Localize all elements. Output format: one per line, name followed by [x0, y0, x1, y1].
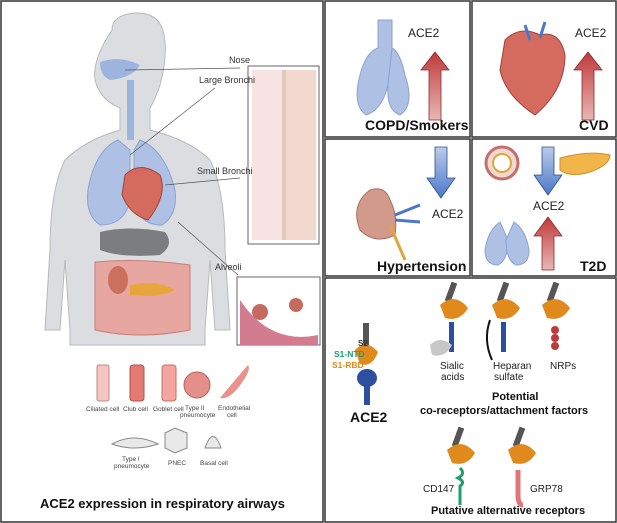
- t2d-lungs: [484, 221, 530, 266]
- t2d-panel-border: [471, 138, 617, 277]
- cvd-ace2-label: ACE2: [575, 26, 607, 40]
- label-type1-line1: Type I: [122, 456, 140, 463]
- label-large-bronchi: Large Bronchi: [199, 75, 256, 85]
- label-s2: S2: [358, 339, 368, 348]
- label-alveoli: Alveoli: [215, 262, 242, 272]
- label-sialic-line1: Sialic: [440, 361, 464, 372]
- label-nose: Nose: [229, 55, 251, 65]
- label-potential-line1: Potential: [492, 391, 539, 403]
- cvd-arrow: [573, 51, 603, 121]
- label-endothelial-line1: Endothelial: [218, 405, 251, 412]
- cell-type-icons: [96, 364, 249, 454]
- label-small-bronchi: Small Bronchi: [197, 166, 253, 176]
- label-goblet-cell: Goblet cell: [153, 406, 184, 413]
- hypertension-panel-label: Hypertension: [377, 258, 467, 274]
- cvd-heart: [499, 21, 566, 116]
- label-potential-line2: co-receptors/attachment factors: [420, 405, 589, 417]
- copd-lungs: [356, 19, 410, 116]
- label-ace2-receptor: ACE2: [350, 409, 388, 425]
- label-pnec: PNEC: [168, 460, 187, 467]
- t2d-vessel: [484, 145, 520, 181]
- t2d-panel-label: T2D: [580, 258, 607, 274]
- label-ciliated-cell: Ciliated cell: [86, 406, 120, 413]
- label-type2-line2: pneumocyte: [180, 412, 216, 419]
- copd-panel-border: [324, 0, 471, 138]
- label-nrps: NRPs: [550, 361, 577, 372]
- label-cd147: CD147: [423, 484, 455, 495]
- t2d-up-arrow: [533, 216, 563, 271]
- t2d-pancreas: [559, 152, 611, 176]
- copd-panel-label: COPD/Smokers: [365, 117, 469, 133]
- receptors-panel-border: [324, 277, 617, 523]
- label-putative: Putative alternative receptors: [431, 505, 586, 517]
- cvd-panel-label: CVD: [579, 117, 609, 133]
- label-endothelial-line2: cell: [227, 412, 237, 419]
- hypertension-ace2-label: ACE2: [432, 207, 464, 221]
- cvd-panel-border: [471, 0, 617, 138]
- left-panel-title: ACE2 expression in respiratory airways: [40, 496, 285, 511]
- label-sialic-line2: acids: [441, 372, 465, 383]
- alveoli-inset: [236, 276, 321, 346]
- label-heparan-line2: sulfate: [494, 372, 524, 383]
- copd-arrow: [420, 51, 450, 121]
- copd-ace2-label: ACE2: [408, 26, 440, 40]
- hypertension-arrow: [426, 146, 456, 199]
- label-s1-rbd: S1-RBD: [332, 360, 364, 370]
- t2d-down-arrow: [533, 146, 563, 196]
- nasal-cavity: [100, 59, 140, 140]
- label-type1-line2: pneumocyte: [114, 463, 150, 470]
- label-basal-cell: Basal cell: [200, 460, 228, 467]
- left-panel-border: [0, 0, 324, 523]
- kidney: [356, 188, 421, 261]
- label-club-cell: Club cell: [123, 406, 148, 413]
- label-type2-line1: Type II: [185, 405, 205, 412]
- label-grp78: GRP78: [530, 484, 563, 495]
- heart: [121, 167, 163, 221]
- hypertension-panel-border: [324, 138, 471, 277]
- leader-lines: [124, 67, 241, 276]
- abdomen-organs: [94, 228, 191, 336]
- membrane-receptors: [355, 281, 570, 508]
- airway-epithelium-inset: [247, 65, 320, 245]
- label-heparan-line1: Heparan: [493, 361, 532, 372]
- t2d-ace2-label: ACE2: [533, 199, 565, 213]
- label-s1-ntd: S1-NTD: [334, 349, 365, 359]
- lungs: [87, 139, 176, 226]
